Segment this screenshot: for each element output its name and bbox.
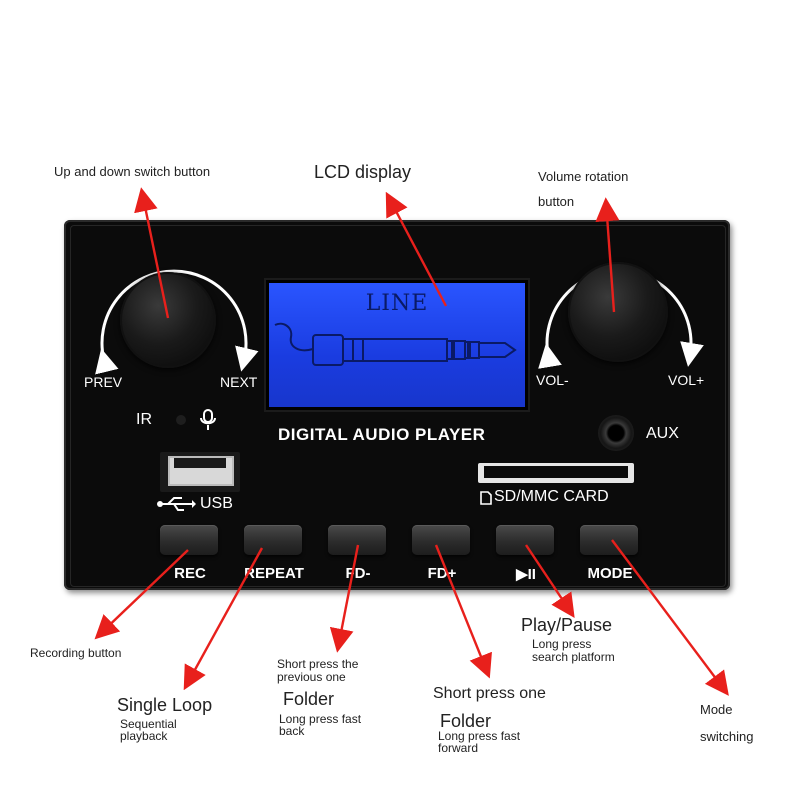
annotation-single-loop-sub2: playback: [120, 729, 168, 743]
annotation-mode-line1: Mode: [700, 702, 733, 717]
annotation-fd-plus-line1: Short press one: [433, 685, 546, 702]
mode-button[interactable]: [580, 525, 638, 555]
audio-jack-icon: [274, 322, 517, 366]
repeat-label: REPEAT: [244, 565, 304, 582]
arrow-lcd: [385, 191, 448, 307]
rec-label: REC: [174, 565, 206, 582]
sd-label: SD/MMC CARD: [494, 488, 609, 505]
repeat-button[interactable]: [244, 525, 302, 555]
next-label: NEXT: [220, 374, 258, 390]
arrow-mode: [611, 539, 729, 696]
ir-receiver: [176, 415, 186, 425]
lcd-display: LINE: [266, 280, 528, 410]
usb-label: USB: [200, 495, 233, 512]
lcd-text: LINE: [365, 291, 429, 316]
annotation-fd-plus-sub1: Long press fast: [438, 729, 521, 743]
annotation-updown: Up and down switch button: [54, 164, 211, 179]
rec-button[interactable]: [160, 525, 218, 555]
annotation-single-loop-sub1: Sequential: [120, 717, 177, 731]
play-pause-label: ▶II: [516, 566, 536, 583]
device-title: DIGITAL AUDIO PLAYER: [278, 425, 486, 444]
microphone-icon: [200, 409, 216, 430]
volume-knob[interactable]: [568, 262, 668, 362]
annotation-fd-minus-sub2: back: [279, 724, 305, 738]
ir-label: IR: [136, 411, 152, 428]
annotation-lcd: LCD display: [314, 162, 412, 182]
annotation-recording: Recording button: [30, 646, 122, 660]
annotation-mode-line2: switching: [700, 729, 754, 744]
usb-icon: [157, 497, 196, 511]
annotation-play-pause-sub2: search platform: [532, 650, 615, 664]
prev-label: PREV: [84, 374, 123, 390]
sd-card-slot-inner: [484, 466, 628, 478]
left-knob-arc: [95, 269, 259, 375]
annotation-fd-minus-title: Folder: [283, 689, 335, 709]
annotation-volume-line2: button: [538, 194, 575, 209]
arrow-updown: [134, 187, 170, 319]
play-pause-button[interactable]: [496, 525, 554, 555]
sd-card-icon: [480, 491, 492, 505]
arrow-volume: [595, 197, 620, 313]
annotation-fd-plus-title: Folder: [440, 711, 492, 731]
annotation-play-pause-sub1: Long press: [532, 637, 592, 651]
usb-port-tongue: [174, 458, 226, 468]
arrow-play-pause: [525, 544, 575, 618]
annotation-play-pause-title: Play/Pause: [521, 615, 613, 635]
vol-minus-label: VOL-: [536, 372, 569, 388]
fd-plus-button[interactable]: [412, 525, 470, 555]
aux-jack[interactable]: [598, 415, 634, 451]
vol-plus-label: VOL+: [668, 372, 705, 388]
arrow-recording: [94, 549, 189, 640]
annotation-volume-line1: Volume rotation: [538, 169, 629, 184]
prev-next-knob[interactable]: [120, 272, 216, 368]
annotation-single-loop-title: Single Loop: [117, 695, 213, 715]
aux-label: AUX: [646, 425, 679, 442]
mode-label: MODE: [587, 565, 633, 582]
arrow-fd-plus: [434, 544, 492, 679]
annotation-fd-minus-line2: previous one: [277, 670, 346, 684]
annotation-fd-minus-line1: Short press the: [277, 657, 359, 671]
arrow-fd-minus: [329, 544, 360, 653]
annotation-fd-plus-sub2: forward: [438, 741, 479, 755]
arrow-single-loop: [183, 547, 264, 691]
annotation-fd-minus-sub1: Long press fast: [279, 712, 362, 726]
